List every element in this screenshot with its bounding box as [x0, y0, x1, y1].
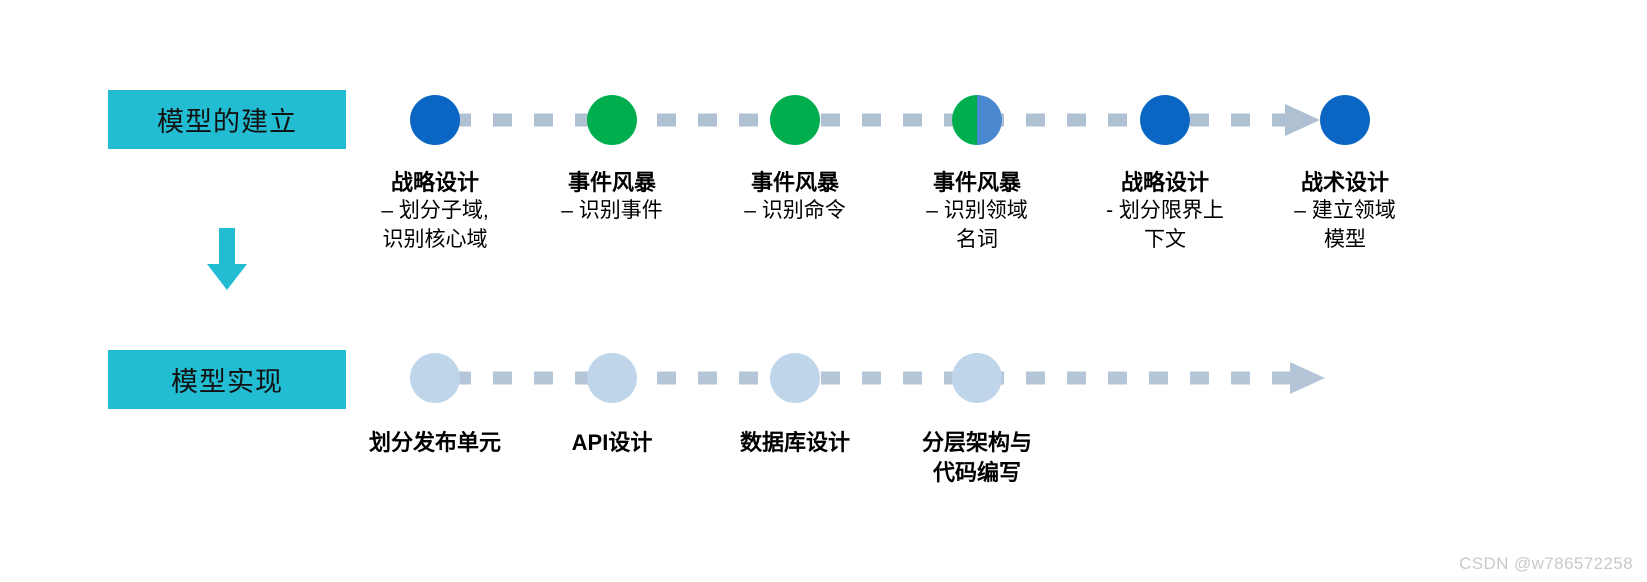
node-title: 分层架构与 [921, 430, 1032, 455]
node-circle-row2-2 [587, 353, 637, 403]
node-title: 数据库设计 [739, 430, 850, 455]
node-desc-line: – 识别领域 [926, 199, 1028, 223]
node-title: 战略设计 [390, 170, 479, 195]
node-label-row1-5: 战略设计 - 划分限界上 下文 [1062, 168, 1268, 254]
node-title: 事件风暴 [750, 170, 839, 195]
node-circle-row1-4 [952, 95, 1002, 145]
node-title: 战略设计 [1120, 170, 1209, 195]
node-title: 战术设计 [1300, 170, 1389, 195]
node-label-row1-2: 事件风暴 – 识别事件 [512, 168, 712, 226]
node-circle-row1-1 [410, 95, 460, 145]
section-label-text: 模型的建立 [157, 107, 297, 137]
node-circle-row2-1 [410, 353, 460, 403]
node-circle-row1-2 [587, 95, 637, 145]
node-title: 事件风暴 [932, 170, 1021, 195]
node-desc-line: 代码编写 [932, 459, 1021, 485]
node-label-row1-4: 事件风暴 – 识别领域 名词 [877, 168, 1077, 254]
node-label-row1-6: 战术设计 – 建立领域 模型 [1245, 168, 1445, 254]
node-desc-line: – 划分子域, [381, 199, 489, 223]
section-label-model-implementation: 模型实现 [108, 350, 346, 409]
node-circle-row1-5 [1140, 95, 1190, 145]
down-arrow-icon [205, 228, 249, 292]
node-desc-line: 下文 [1144, 227, 1186, 251]
node-desc-line: 识别核心域 [382, 227, 488, 251]
watermark-text: CSDN @w786572258 [1459, 554, 1633, 573]
node-label-row1-3: 事件风暴 – 识别命令 [695, 168, 895, 226]
node-title: 事件风暴 [567, 170, 656, 195]
node-title: API设计 [571, 430, 653, 455]
section-label-model-build: 模型的建立 [108, 90, 346, 149]
arrowhead-row2-icon [1290, 362, 1325, 394]
node-label-row1-1: 战略设计 – 划分子域, 识别核心域 [335, 168, 535, 254]
node-label-row2-2: API设计 [512, 428, 712, 458]
node-desc-line: – 识别命令 [744, 199, 846, 223]
node-label-row2-3: 数据库设计 [695, 428, 895, 458]
node-circle-row2-4 [952, 353, 1002, 403]
node-desc-line: - 划分限界上 [1106, 199, 1224, 223]
node-label-row2-4: 分层架构与 代码编写 [877, 428, 1077, 488]
arrowhead-row1-icon [1285, 104, 1320, 136]
node-desc-line: 模型 [1324, 227, 1366, 251]
node-circle-row2-3 [770, 353, 820, 403]
node-circle-row1-3 [770, 95, 820, 145]
node-desc-line: 名词 [956, 227, 998, 251]
node-desc-line: – 建立领域 [1294, 199, 1396, 223]
node-circle-row1-6 [1320, 95, 1370, 145]
node-desc-line: – 识别事件 [561, 199, 663, 223]
section-label-text: 模型实现 [171, 367, 283, 397]
node-label-row2-1: 划分发布单元 [335, 428, 535, 458]
node-title: 划分发布单元 [368, 430, 501, 455]
